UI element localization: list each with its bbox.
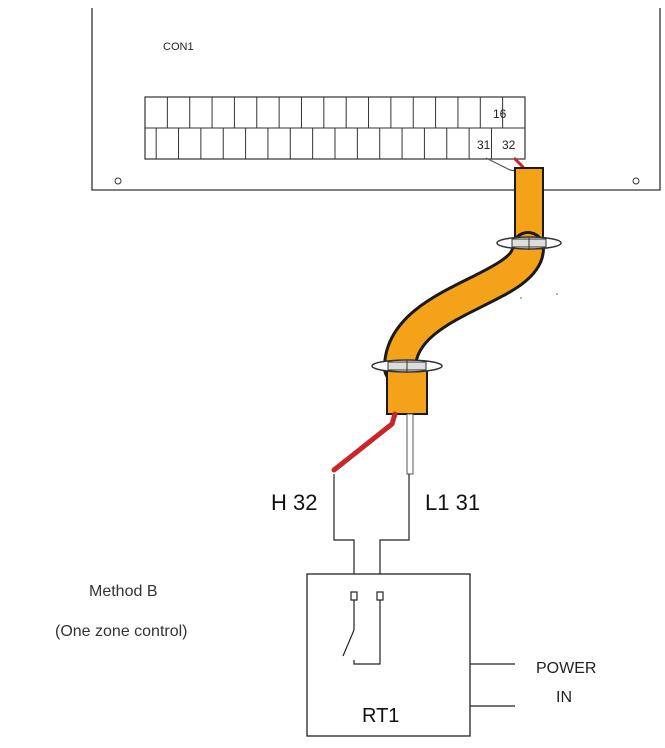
thermostat-rt1: RT1 [306,573,471,737]
power-label-line2: IN [556,689,572,706]
mounting-hole-left [114,177,122,185]
thermostat-label: RT1 [362,705,399,727]
switch-contact-left [350,591,358,601]
cable-clamp-top [496,236,562,250]
field-wiring [333,474,410,592]
l1-31-label: L1 31 [425,490,480,515]
terminal-block: 16 31 32 [144,96,526,160]
terminal-31-label: 31 [477,138,491,152]
method-description: (One zone control) [55,623,188,640]
switch-contact-right [376,591,384,601]
stray-dot [556,293,558,295]
power-in: POWER IN [470,660,596,707]
terminal-top-row [166,97,504,128]
power-label-line1: POWER [536,660,596,677]
switch-blade [342,600,355,657]
red-wire-h32 [331,411,398,473]
terminal-32-label: 32 [502,138,516,152]
method-label: Method B [89,583,157,600]
stray-dot [520,297,522,299]
mounting-hole-right [632,177,640,185]
terminal-16-label: 16 [493,107,507,121]
controller-label: CON1 [163,41,194,53]
white-wire-l1-31 [406,413,414,475]
cable-clamp-bottom [371,359,443,373]
controller-box: CON1 [91,8,661,191]
exit-wires [331,411,414,475]
h32-label: H 32 [271,490,317,515]
terminal-bottom-row [155,128,492,159]
orange-cable [383,167,545,415]
